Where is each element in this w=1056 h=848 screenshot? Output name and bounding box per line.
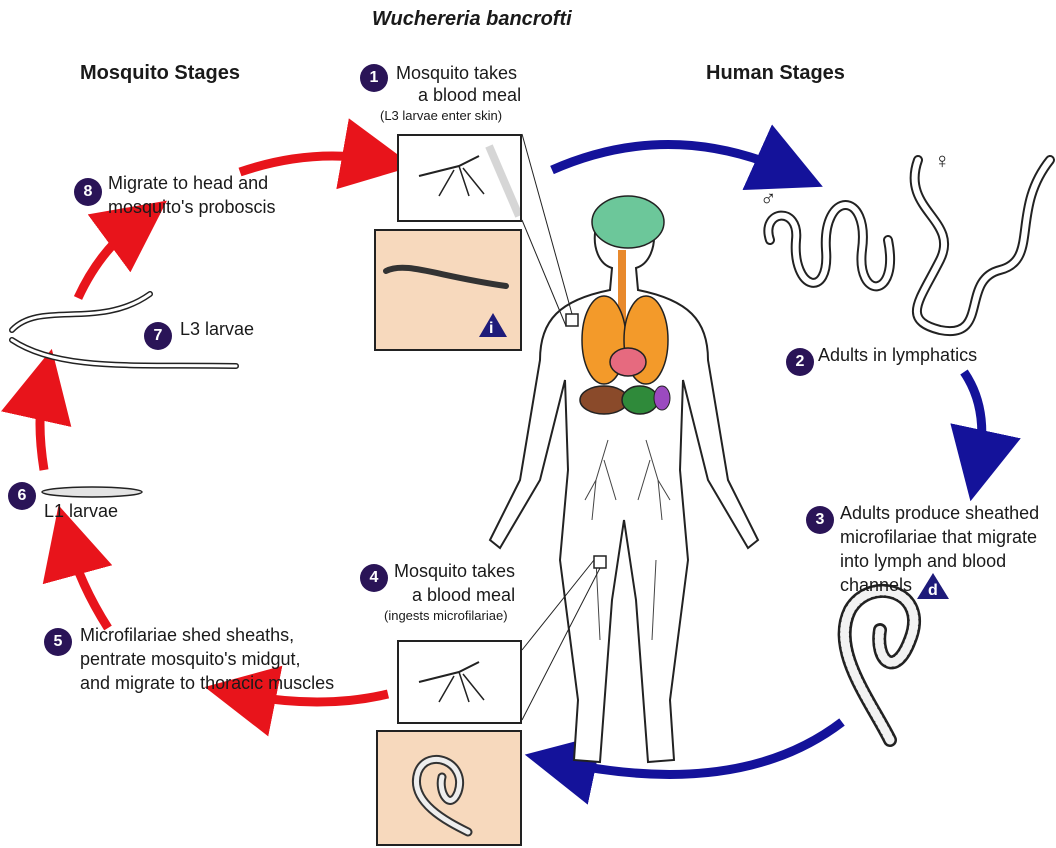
step-7-badge: 7 bbox=[144, 322, 172, 350]
step-8-line-2: mosquito's proboscis bbox=[108, 196, 276, 218]
step-4-line-1: Mosquito takes bbox=[394, 560, 515, 582]
skin-site-upper bbox=[566, 314, 578, 326]
mosquito-icon bbox=[399, 136, 520, 220]
arrow-5-to-6 bbox=[68, 540, 108, 628]
arrow-7-to-8 bbox=[78, 222, 138, 298]
microfilaria-box bbox=[376, 730, 522, 846]
infective-stage-letter: i bbox=[489, 318, 493, 340]
step-3-line-3: into lymph and blood bbox=[840, 550, 1006, 572]
arrow-2-to-3 bbox=[964, 372, 982, 466]
step-4-badge: 4 bbox=[360, 564, 388, 592]
mosquito-icon-2 bbox=[399, 642, 520, 722]
spleen bbox=[654, 386, 670, 410]
step-5-badge: 5 bbox=[44, 628, 72, 656]
step-3-line-4: channels bbox=[840, 574, 912, 596]
female-symbol: ♀ bbox=[934, 150, 951, 172]
mosquito-bite-box-bottom bbox=[397, 640, 522, 724]
step-1-line-1: Mosquito takes bbox=[396, 62, 517, 84]
microfilaria-icon bbox=[378, 732, 520, 844]
adult-female-worm bbox=[915, 160, 1050, 331]
l1-larva bbox=[42, 487, 142, 497]
arrow-8-to-1 bbox=[240, 156, 378, 172]
step-1-line-2: a blood meal bbox=[418, 84, 521, 106]
connector-upper-2 bbox=[522, 220, 566, 326]
brain bbox=[592, 196, 664, 248]
step-3-line-2: microfilariae that migrate bbox=[840, 526, 1037, 548]
heart bbox=[610, 348, 646, 376]
step-2-line-1: Adults in lymphatics bbox=[818, 344, 977, 366]
step-8-badge: 8 bbox=[74, 178, 102, 206]
arrow-6-to-7 bbox=[40, 384, 44, 470]
diagram-title: Wuchereria bancrofti bbox=[372, 8, 572, 31]
step-3-badge: 3 bbox=[806, 506, 834, 534]
step-2-badge: 2 bbox=[786, 348, 814, 376]
mosquito-stages-header: Mosquito Stages bbox=[80, 62, 240, 85]
arrow-4-to-5 bbox=[240, 694, 388, 702]
step-5-line-2: pentrate mosquito's midgut, bbox=[80, 648, 301, 670]
step-3-line-1: Adults produce sheathed bbox=[840, 502, 1039, 524]
human-stages-header: Human Stages bbox=[706, 62, 845, 85]
step-5-line-3: and migrate to thoracic muscles bbox=[80, 672, 334, 694]
step-6-badge: 6 bbox=[8, 482, 36, 510]
step-8-line-1: Migrate to head and bbox=[108, 172, 268, 194]
step-1-badge: 1 bbox=[360, 64, 388, 92]
male-symbol: ♂ bbox=[760, 188, 777, 210]
arrow-1-to-2 bbox=[552, 144, 790, 172]
stomach bbox=[622, 386, 658, 414]
skin-site-lower bbox=[594, 556, 606, 568]
step-7-line-1: L3 larvae bbox=[180, 318, 254, 340]
liver bbox=[580, 386, 628, 414]
step-5-line-1: Microfilariae shed sheaths, bbox=[80, 624, 294, 646]
step-1-sub: (L3 larvae enter skin) bbox=[380, 108, 502, 124]
step-6-line-1: L1 larvae bbox=[44, 500, 118, 522]
step-4-sub: (ingests microfilariae) bbox=[384, 608, 508, 624]
diagnostic-stage-letter: d bbox=[928, 580, 938, 602]
step-4-line-2: a blood meal bbox=[412, 584, 515, 606]
mosquito-bite-box-top bbox=[397, 134, 522, 222]
